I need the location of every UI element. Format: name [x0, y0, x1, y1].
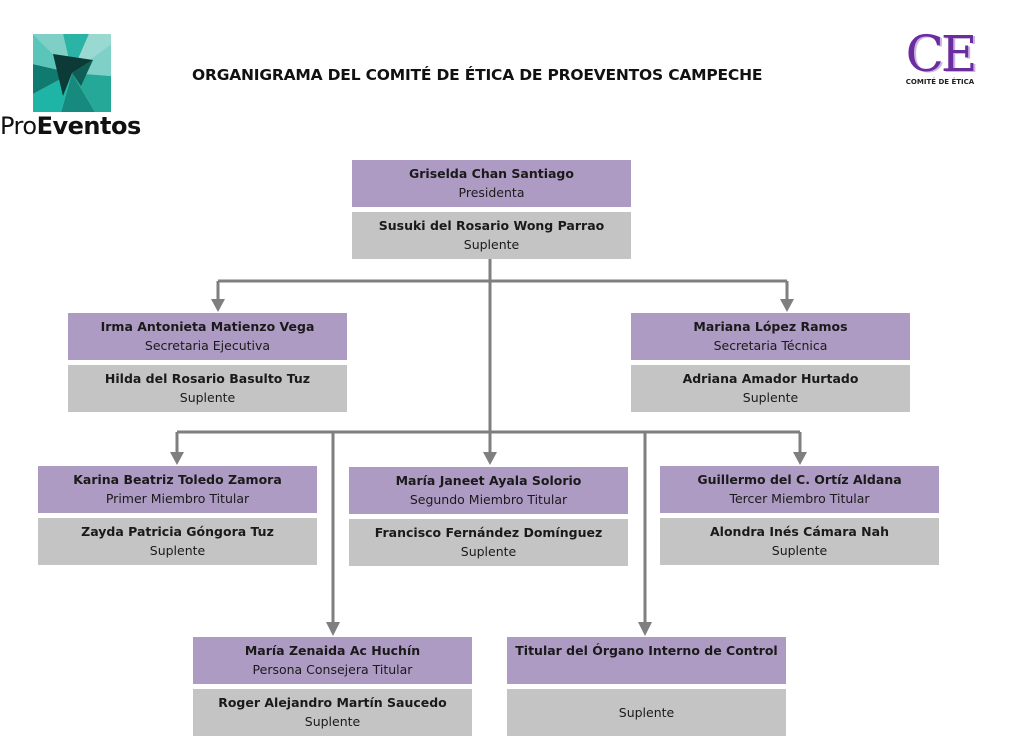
suplente-box: Alondra Inés Cámara Nah Suplente [660, 518, 939, 565]
titular-name: Mariana López Ramos [693, 319, 848, 334]
node-tercer-miembro: Guillermo del C. Ortíz Aldana Tercer Mie… [660, 466, 939, 565]
node-secretaria-ejecutiva: Irma Antonieta Matienzo Vega Secretaria … [68, 313, 347, 412]
suplente-name: Adriana Amador Hurtado [682, 371, 859, 386]
arrowhead-tercer [793, 452, 807, 465]
titular-name: Griselda Chan Santiago [409, 166, 574, 181]
titular-name: Karina Beatriz Toledo Zamora [73, 472, 282, 487]
titular-name: María Zenaida Ac Huchín [244, 643, 421, 658]
suplente-role: Suplente [149, 542, 206, 558]
suplente-name: Hilda del Rosario Basulto Tuz [104, 371, 311, 386]
arrowhead-sec-ejecutiva [211, 299, 225, 312]
titular-box: María Zenaida Ac Huchín Persona Consejer… [193, 637, 472, 684]
suplente-role: Suplente [463, 236, 520, 252]
arrowhead-segundo [483, 452, 497, 465]
ce-subtitle: COMITÉ DE ÉTICA [905, 78, 975, 86]
titular-role: Tercer Miembro Titular [729, 490, 870, 506]
arrowhead-sec-tecnica [780, 299, 794, 312]
titular-name: Titular del Órgano Interno de Control [515, 643, 778, 658]
suplente-name: Francisco Fernández Domínguez [374, 525, 603, 540]
suplente-box: Suplente [507, 689, 786, 736]
suplente-role: Suplente [460, 543, 517, 559]
arrowhead-primer [170, 452, 184, 465]
suplente-name: Zayda Patricia Góngora Tuz [81, 524, 274, 539]
titular-box: Karina Beatriz Toledo Zamora Primer Miem… [38, 466, 317, 513]
proeventos-wordmark: ProEventos [0, 112, 141, 140]
suplente-name: Roger Alejandro Martín Saucedo [218, 695, 447, 710]
ce-monogram: CE [905, 25, 978, 83]
titular-box: Titular del Órgano Interno de Control [507, 637, 786, 684]
suplente-box: Hilda del Rosario Basulto Tuz Suplente [68, 365, 347, 412]
titular-box: Irma Antonieta Matienzo Vega Secretaria … [68, 313, 347, 360]
titular-role: Secretaria Técnica [713, 337, 828, 353]
suplente-name: Susuki del Rosario Wong Parrao [378, 218, 605, 233]
titular-role: Secretaria Ejecutiva [144, 337, 271, 353]
proeventos-star-icon [33, 34, 111, 112]
titular-name: Guillermo del C. Ortíz Aldana [697, 472, 902, 487]
suplente-role: Suplente [304, 713, 361, 729]
suplente-box: Adriana Amador Hurtado Suplente [631, 365, 910, 412]
node-persona-consejera: María Zenaida Ac Huchín Persona Consejer… [193, 637, 472, 736]
titular-box: Guillermo del C. Ortíz Aldana Tercer Mie… [660, 466, 939, 513]
suplente-box: Susuki del Rosario Wong Parrao Suplente [352, 212, 631, 259]
proeventos-logo: ProEventos [0, 32, 150, 142]
titular-role: Persona Consejera Titular [252, 661, 413, 677]
node-presidenta: Griselda Chan Santiago Presidenta Susuki… [352, 160, 631, 259]
titular-name: Irma Antonieta Matienzo Vega [100, 319, 315, 334]
suplente-box: Roger Alejandro Martín Saucedo Suplente [193, 689, 472, 736]
titular-box: María Janeet Ayala Solorio Segundo Miemb… [349, 467, 628, 514]
titular-name: María Janeet Ayala Solorio [395, 473, 582, 488]
titular-role: Presidenta [458, 184, 525, 200]
arrowhead-consejera [326, 622, 340, 636]
suplente-role: Suplente [771, 542, 828, 558]
node-organo-interno-control: Titular del Órgano Interno de Control Su… [507, 637, 786, 736]
page-title: ORGANIGRAMA DEL COMITÉ DE ÉTICA DE PROEV… [192, 66, 763, 84]
node-primer-miembro: Karina Beatriz Toledo Zamora Primer Miem… [38, 466, 317, 565]
suplente-box: Francisco Fernández Domínguez Suplente [349, 519, 628, 566]
suplente-box: Zayda Patricia Góngora Tuz Suplente [38, 518, 317, 565]
suplente-role: Suplente [742, 389, 799, 405]
suplente-role: Suplente [179, 389, 236, 405]
node-secretaria-tecnica: Mariana López Ramos Secretaria Técnica A… [631, 313, 910, 412]
comite-etica-logo: CE COMITÉ DE ÉTICA [898, 28, 982, 92]
arrowhead-organo [638, 622, 652, 636]
titular-role: Primer Miembro Titular [105, 490, 250, 506]
node-segundo-miembro: María Janeet Ayala Solorio Segundo Miemb… [349, 467, 628, 566]
suplente-role: Suplente [618, 705, 675, 720]
suplente-name: Alondra Inés Cámara Nah [710, 524, 889, 539]
titular-box: Mariana López Ramos Secretaria Técnica [631, 313, 910, 360]
titular-box: Griselda Chan Santiago Presidenta [352, 160, 631, 207]
titular-role: Segundo Miembro Titular [409, 491, 568, 507]
